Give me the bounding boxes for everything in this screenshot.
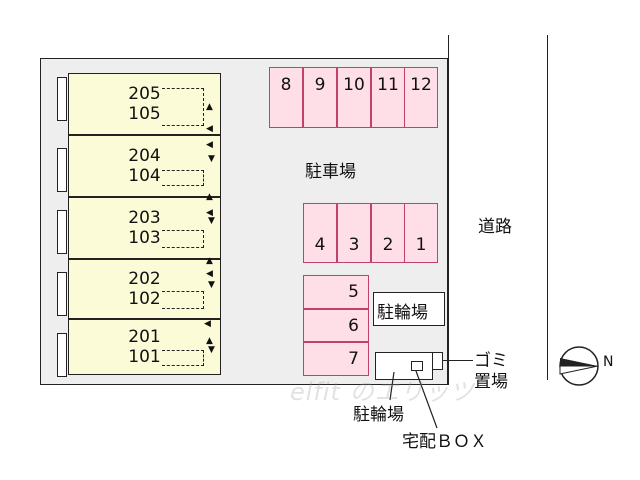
entrance-marker-icon: ◀ [206,208,213,218]
unit-202-102: 202 102 [68,259,221,319]
parking-space-number: 5 [348,282,359,302]
parking-space-number: 8 [280,75,292,95]
unit-lower-number: 102 [128,289,161,309]
garbage-label-line2: 置場 [474,372,508,392]
entrance-marker-icon: ▼ [208,154,215,164]
entrance-marker-icon: ◀ [206,140,213,150]
balcony-outline [162,170,204,186]
bicycle-shed-leader [389,371,395,401]
parking-space: 5 [303,275,369,309]
entrance-marker-icon: ▲ [206,336,213,346]
parking-space-number: 12 [410,75,432,95]
unit-upper-number: 205 [128,84,161,104]
unit-upper-number: 203 [128,208,161,228]
delivery-box [411,361,423,371]
bicycle-parking-label: 駐輪場 [377,303,428,323]
parking-space: 9 [303,67,337,128]
garbage-station [432,352,443,370]
parking-space-number: 6 [348,315,359,336]
balcony-outline [162,230,204,248]
road-edge-line-right [547,35,548,380]
unit-entrance [57,210,67,254]
unit-upper-number: 201 [128,327,161,347]
compass-north-label: N [603,354,614,370]
delivery-box-label: 宅配ＢＯＸ [402,432,487,452]
parking-space-number: 11 [377,75,399,95]
parking-space: 4 [303,203,337,263]
unit-lower-number: 103 [128,228,161,248]
garbage-label-line1: ゴミ [474,351,508,371]
parking-space-number: 9 [314,75,326,95]
balcony-outline [162,350,204,366]
balcony-outline [162,291,204,309]
parking-space-number: 1 [415,235,427,255]
parking-space: 6 [303,309,369,342]
parking-space-number: 4 [314,235,326,255]
parking-space-number: 3 [348,235,360,255]
unit-lower-number: 101 [128,347,161,367]
watermark-logo: elfit のエリッツ [290,378,475,406]
parking-space: 7 [303,342,369,376]
unit-entrance [57,333,67,377]
entrance-marker-icon: ◀ [206,124,213,134]
parking-space-number: 7 [348,349,359,369]
parking-space: 12 [404,67,438,128]
balcony-outline [162,88,204,126]
entrance-marker-icon: ▼ [208,280,215,290]
parking-lot-title: 駐車場 [305,162,356,182]
bicycle-shed-label: 駐輪場 [353,405,404,425]
parking-space-number: 10 [343,75,365,95]
entrance-marker-icon: ▲ [206,192,213,202]
entrance-marker-icon: ▼ [208,216,215,226]
unit-205-105: 205 105 [68,73,221,135]
parking-space: 11 [371,67,405,128]
unit-203-103: 203 103 [68,197,221,259]
unit-entrance [57,77,67,121]
parking-space: 10 [337,67,371,128]
unit-entrance [57,148,67,192]
parking-space: 1 [404,203,438,263]
entrance-marker-icon: ▲ [206,256,213,266]
parking-space-number: 2 [382,235,394,255]
delivery-box-leader [415,370,438,429]
entrance-marker-icon: ◀ [204,319,211,329]
compass-arrow-icon [558,345,600,387]
bicycle-parking-area [373,292,445,326]
entrance-marker-icon: ▼ [208,345,215,355]
road-label: 道路 [478,217,512,237]
unit-upper-number: 202 [128,269,161,289]
garbage-leader-line [443,360,473,361]
parking-space: 3 [337,203,371,263]
road-edge-line-left [448,35,449,385]
unit-upper-number: 204 [128,146,161,166]
entrance-marker-icon: ◀ [206,269,213,279]
unit-204-104: 204 104 [68,135,221,197]
unit-lower-number: 104 [128,166,161,186]
parking-space: 8 [269,67,303,128]
unit-lower-number: 105 [128,104,161,124]
entrance-marker-icon: ▲ [206,102,213,112]
unit-entrance [57,272,67,316]
